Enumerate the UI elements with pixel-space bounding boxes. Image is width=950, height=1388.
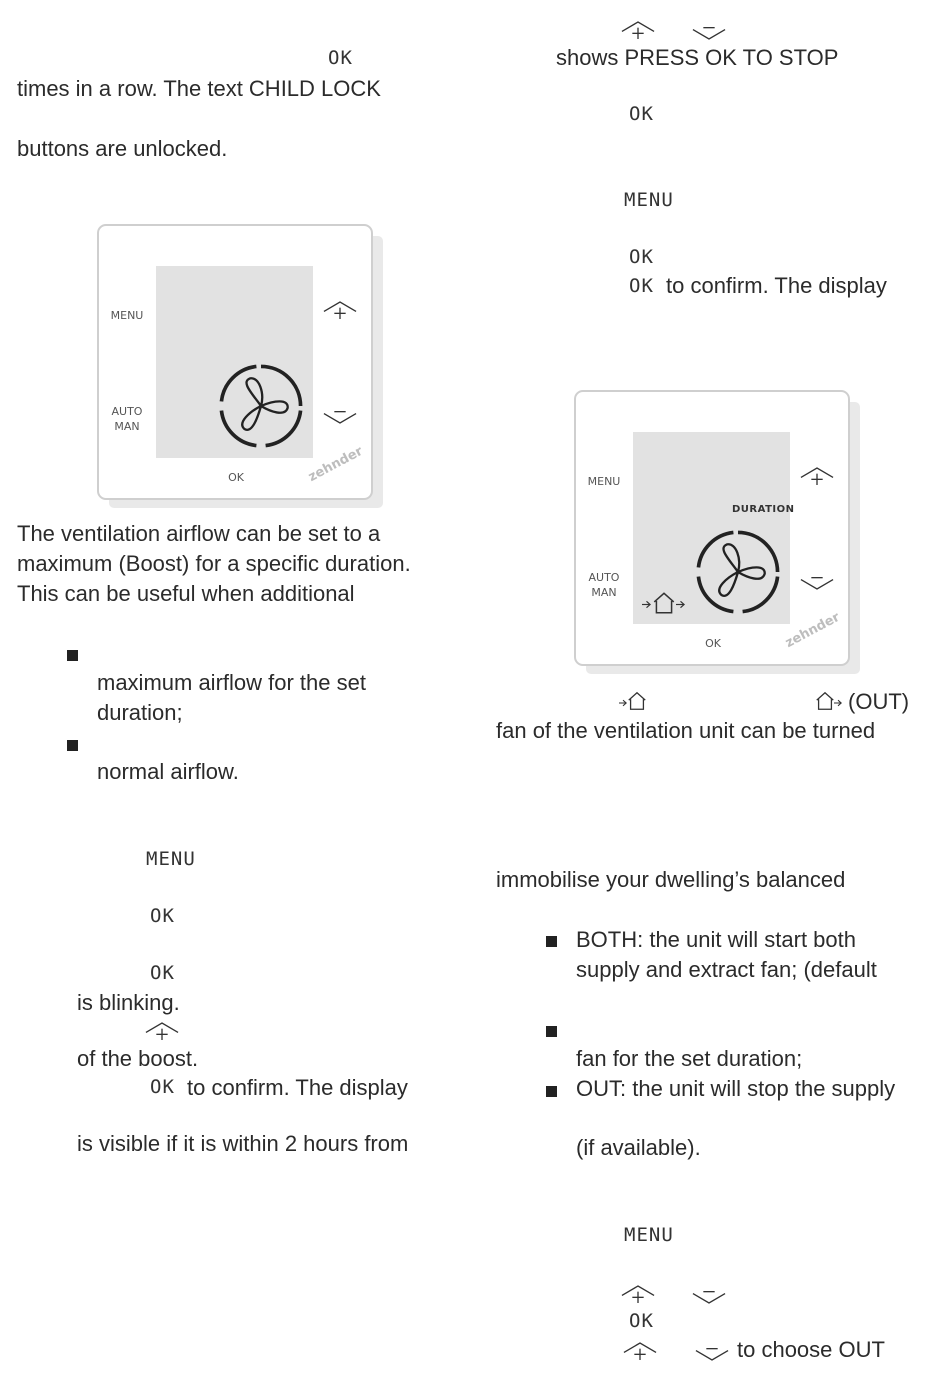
ok-button-glyph: OK: [150, 905, 175, 927]
if-available-text: (if available).: [576, 1135, 701, 1160]
fan-icon: [215, 360, 307, 452]
minus-arrow-icon: [800, 570, 834, 591]
plus-arrow-icon: [623, 1341, 657, 1362]
man-label: MAN: [114, 420, 140, 433]
minus-arrow-icon: [323, 404, 357, 425]
fan-turned-text: fan of the ventilation unit can be turne…: [496, 718, 876, 743]
plus-arrow-icon: [621, 1284, 655, 1305]
child-lock-text: times in a row. The text CHILD LOCK: [17, 76, 381, 101]
arrow-in-icon: [642, 600, 651, 609]
menu-label: MENU: [587, 475, 621, 488]
arrow-out-icon: [834, 699, 842, 707]
boost-intro-line-1: The ventilation airflow can be set to a: [17, 521, 381, 546]
man-label: MAN: [591, 586, 617, 599]
plus-arrow-icon: [145, 1021, 179, 1042]
house-out-icon: [814, 690, 844, 714]
ok-label: OK: [228, 471, 244, 484]
plus-arrow-icon: [323, 300, 357, 321]
confirm-text: to confirm. The display: [187, 1075, 408, 1100]
plus-arrow-icon: [800, 466, 834, 487]
out-label: (OUT): [848, 689, 910, 714]
ok-button-glyph: OK: [629, 246, 654, 268]
plus-arrow-icon: [621, 20, 655, 41]
minus-arrow-icon: [695, 1341, 729, 1362]
menu-label: MENU: [110, 309, 144, 322]
controller-screen: [156, 266, 313, 458]
house-icon: [651, 590, 677, 616]
press-ok-to-stop-text: shows PRESS OK TO STOP: [556, 45, 839, 70]
bullet-2-line-1: normal airflow.: [97, 759, 239, 784]
menu-button-glyph: MENU: [624, 1224, 674, 1246]
ok-button-glyph: OK: [629, 275, 654, 297]
square-bullet-icon: [67, 740, 78, 751]
ok-button-glyph: OK: [629, 1310, 654, 1332]
arrow-out-icon: [676, 600, 685, 609]
blinking-text: is blinking.: [77, 990, 180, 1015]
house-icon: [626, 690, 648, 712]
minus-arrow-icon: [692, 20, 726, 41]
controller-illustration: MENU AUTO MAN OK DURATION zehnder: [574, 390, 864, 675]
immobilise-text: immobilise your dwelling’s balanced: [496, 867, 846, 892]
house-in-icon: [619, 690, 649, 714]
square-bullet-icon: [546, 1086, 557, 1097]
bullet-in-line-1: fan for the set duration;: [576, 1046, 803, 1071]
bullet-both-line-2: supply and extract fan; (default: [576, 957, 877, 982]
boost-intro-line-2: maximum (Boost) for a specific duration.: [17, 551, 411, 576]
bullet-1-line-1: maximum airflow for the set: [97, 670, 366, 695]
bullet-both-line-1: BOTH: the unit will start both: [576, 927, 856, 952]
auto-label: AUTO: [588, 571, 620, 584]
visible-text: is visible if it is within 2 hours from: [77, 1131, 409, 1156]
confirm-text: to confirm. The display: [666, 273, 887, 298]
house-icon: [814, 690, 836, 712]
ok-button-glyph: OK: [150, 962, 175, 984]
boost-intro-line-3: This can be useful when additional: [17, 581, 355, 606]
house-both-icon: [642, 590, 686, 618]
minus-arrow-icon: [692, 1284, 726, 1305]
menu-button-glyph: MENU: [146, 848, 196, 870]
bullet-1-line-2: duration;: [97, 700, 183, 725]
ok-label: OK: [705, 637, 721, 650]
ok-button-glyph: OK: [328, 47, 353, 69]
controller-screen: [633, 432, 790, 624]
of-boost-text: of the boost.: [77, 1046, 199, 1071]
ok-button-glyph: OK: [629, 103, 654, 125]
menu-button-glyph: MENU: [624, 189, 674, 211]
square-bullet-icon: [546, 1026, 557, 1037]
fan-icon: [692, 526, 784, 618]
controller-illustration: MENU AUTO MAN OK zehnder: [97, 224, 387, 509]
auto-label: AUTO: [111, 405, 143, 418]
duration-label: DURATION: [732, 504, 795, 515]
unlocked-text: buttons are unlocked.: [17, 136, 228, 161]
ok-button-glyph: OK: [150, 1076, 175, 1098]
square-bullet-icon: [546, 936, 557, 947]
choose-out-text: to choose OUT: [737, 1337, 885, 1362]
bullet-out-line-1: OUT: the unit will stop the supply: [576, 1076, 896, 1101]
square-bullet-icon: [67, 650, 78, 661]
